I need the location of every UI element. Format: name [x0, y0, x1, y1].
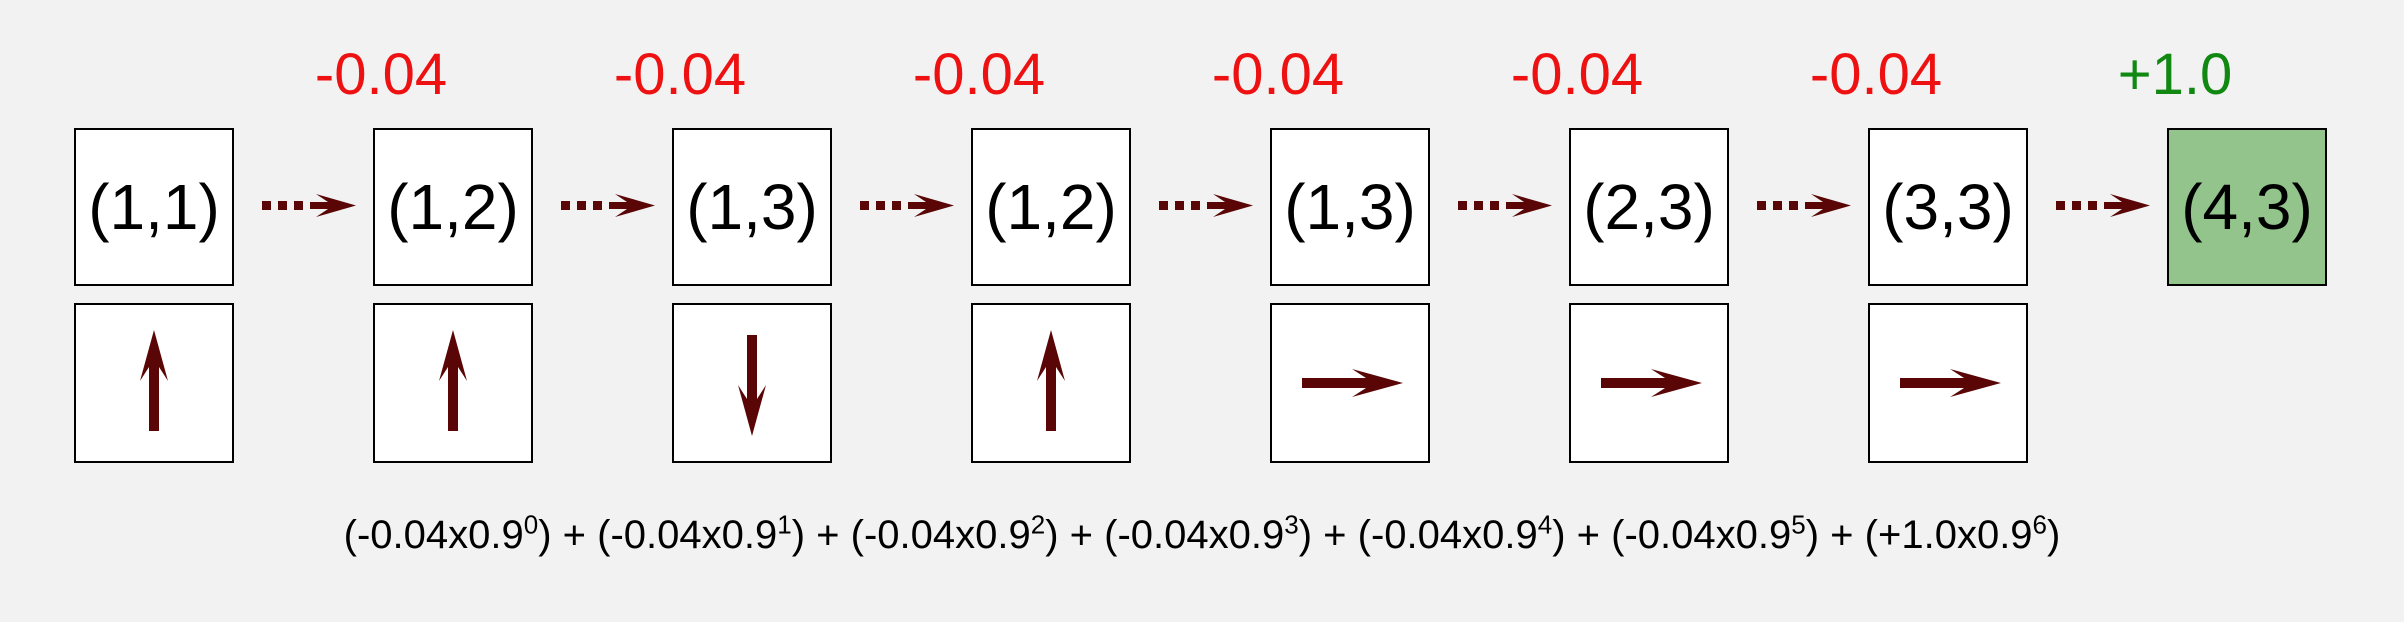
discounted-return-formula: (-0.04x0.90) + (-0.04x0.91) + (-0.04x0.9…: [0, 510, 2404, 558]
formula-term-base: (-0.04x0.9: [1357, 513, 1538, 558]
step-reward-label: -0.04: [613, 42, 747, 107]
formula-term-base: (-0.04x0.9: [597, 513, 778, 558]
action-box: [1270, 303, 1430, 463]
formula-term-exponent: 5: [1791, 510, 1806, 540]
formula-term-base: (+1.0x0.9: [1864, 513, 2033, 558]
state-label: (3,3): [1882, 171, 2014, 243]
goal-reward-label: +1.0: [2117, 42, 2233, 107]
formula-term-close: ): [538, 513, 552, 558]
step-reward-label: -0.04: [314, 42, 448, 107]
formula-term-close: ): [791, 513, 806, 558]
dotted-arrow-right-icon: [561, 194, 655, 217]
formula-term-exponent: 4: [1537, 510, 1553, 540]
state-label: (1,3): [1284, 171, 1416, 243]
formula-term-close: ): [1045, 513, 1059, 558]
formula-term-base: (-0.04x0.9: [1104, 513, 1285, 558]
formula-operator: +: [1058, 513, 1105, 558]
formula-operator: +: [1819, 513, 1865, 558]
arrow-up-icon: [439, 330, 467, 431]
action-box: [672, 303, 832, 463]
state-label: (1,2): [387, 171, 519, 243]
formula-term-base: (-0.04x0.9: [1611, 513, 1792, 558]
state-box: (1,2): [373, 128, 533, 286]
state-label: (1,2): [985, 171, 1117, 243]
arrow-right-icon: [1900, 369, 2001, 397]
formula-term-exponent: 6: [2032, 510, 2048, 540]
terminal-state-box: (4,3): [2167, 128, 2327, 286]
dotted-arrow-right-icon: [860, 194, 954, 217]
state-box: (1,3): [1270, 128, 1430, 286]
formula-operator: +: [805, 513, 851, 558]
action-box: [1868, 303, 2028, 463]
state-label: (4,3): [2181, 171, 2313, 243]
formula-term-close: ): [1298, 513, 1313, 558]
action-box: [971, 303, 1131, 463]
arrow-up-icon: [140, 330, 168, 431]
formula-operator: +: [1565, 513, 1612, 558]
formula-term: (-0.04x0.93): [1104, 510, 1313, 558]
formula-term: (-0.04x0.91): [597, 510, 806, 558]
arrow-right-icon: [1302, 369, 1403, 397]
state-box: (1,2): [971, 128, 1131, 286]
dotted-arrow-right-icon: [1458, 194, 1552, 217]
arrow-up-icon: [1037, 330, 1065, 431]
formula-term-close: ): [1805, 513, 1820, 558]
action-box: [74, 303, 234, 463]
formula-term-close: ): [1552, 513, 1566, 558]
state-label: (1,3): [686, 171, 818, 243]
dotted-arrow-right-icon: [1757, 194, 1851, 217]
formula-term-close: ): [2047, 513, 2061, 558]
step-reward-label: -0.04: [912, 42, 1046, 107]
formula-term: (-0.04x0.92): [850, 510, 1059, 558]
formula-term: (-0.04x0.95): [1611, 510, 1820, 558]
formula-term-exponent: 1: [777, 510, 792, 540]
state-label: (2,3): [1583, 171, 1715, 243]
formula-term-exponent: 3: [1284, 510, 1299, 540]
action-box: [1569, 303, 1729, 463]
formula-term-exponent: 2: [1030, 510, 1046, 540]
state-box: (1,3): [672, 128, 832, 286]
state-box: (1,1): [74, 128, 234, 286]
step-reward-label: -0.04: [1809, 42, 1943, 107]
formula-term: (-0.04x0.90): [343, 510, 552, 558]
formula-term-base: (-0.04x0.9: [343, 513, 524, 558]
formula-term: (+1.0x0.96): [1864, 510, 2061, 558]
step-reward-label: -0.04: [1211, 42, 1345, 107]
formula-operator: +: [1312, 513, 1358, 558]
arrow-down-icon: [738, 335, 766, 436]
dotted-arrow-right-icon: [1159, 194, 1253, 217]
formula-term: (-0.04x0.94): [1357, 510, 1566, 558]
formula-operator: +: [551, 513, 598, 558]
formula-term-base: (-0.04x0.9: [850, 513, 1031, 558]
state-box: (2,3): [1569, 128, 1729, 286]
action-box: [373, 303, 533, 463]
dotted-arrow-right-icon: [262, 194, 356, 217]
state-label: (1,1): [88, 171, 220, 243]
step-reward-label: -0.04: [1510, 42, 1644, 107]
state-box: (3,3): [1868, 128, 2028, 286]
arrow-right-icon: [1601, 369, 1702, 397]
formula-term-exponent: 0: [523, 510, 539, 540]
dotted-arrow-right-icon: [2056, 194, 2150, 217]
